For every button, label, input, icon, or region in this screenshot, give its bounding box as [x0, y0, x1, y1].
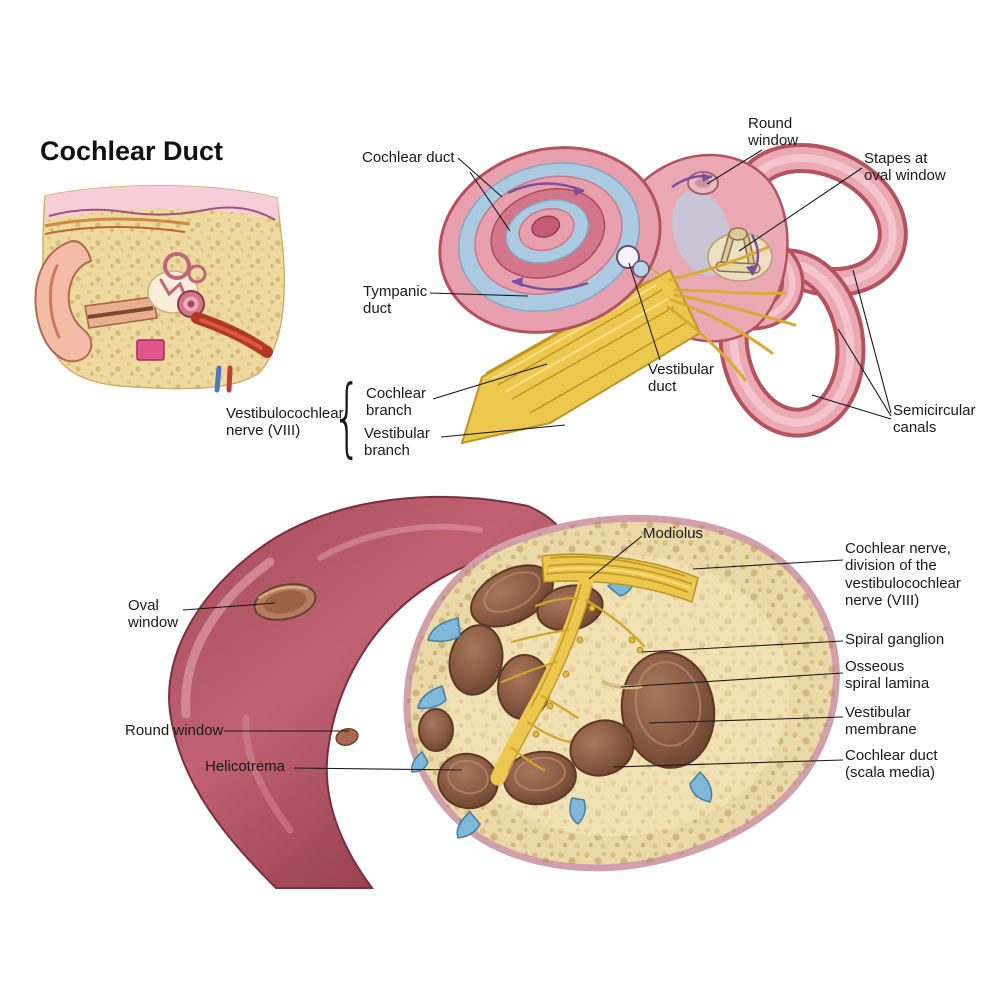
- label-modiolus: Modiolus: [643, 525, 704, 542]
- label-vestibular-branch: Vestibular branch: [364, 425, 430, 460]
- label-stapes-oval-window: Stapes at oval window: [864, 150, 946, 185]
- label-cochlear-nerve: Cochlear nerve, division of the vestibul…: [845, 540, 961, 609]
- ossicles: [159, 278, 187, 298]
- label-cochlear-duct: Cochlear duct: [362, 149, 455, 166]
- label-semicircular-canals: Semicircular canals: [893, 402, 976, 437]
- label-round-window: Round window: [748, 115, 799, 150]
- cochlea-cross-section-illustration: [168, 496, 840, 889]
- label-vestibulocochlear-nerve: Vestibulocochlear nerve (VIII): [226, 405, 344, 440]
- label-osseous-spiral-lamina: Osseous spiral lamina: [845, 658, 930, 693]
- spiral-ganglion-dots: [532, 604, 644, 738]
- label-tympanic-duct: Tympanic duct: [363, 283, 428, 318]
- page-title: Cochlear Duct: [40, 136, 224, 166]
- label-helicotrema: Helicotrema: [205, 758, 286, 775]
- chamber-highlights: [447, 571, 702, 795]
- label-cochlear-branch: Cochlear branch: [366, 385, 427, 420]
- round-window-small: [335, 728, 359, 746]
- ear-cross-section-illustration: [34, 185, 286, 393]
- label-vestibular-duct: Vestibular duct: [648, 361, 714, 396]
- label-vestibular-membrane: Vestibular membrane: [845, 704, 917, 739]
- label-oval-window: Oval window: [128, 597, 179, 632]
- brace-glyph: {: [332, 367, 363, 467]
- label-cochlear-duct-scala-media: Cochlear duct (scala media): [845, 747, 938, 782]
- label-spiral-ganglion: Spiral ganglion: [845, 631, 945, 648]
- outer-ear-pinna: [34, 240, 93, 363]
- label-round-window-bottom: Round window: [125, 722, 224, 739]
